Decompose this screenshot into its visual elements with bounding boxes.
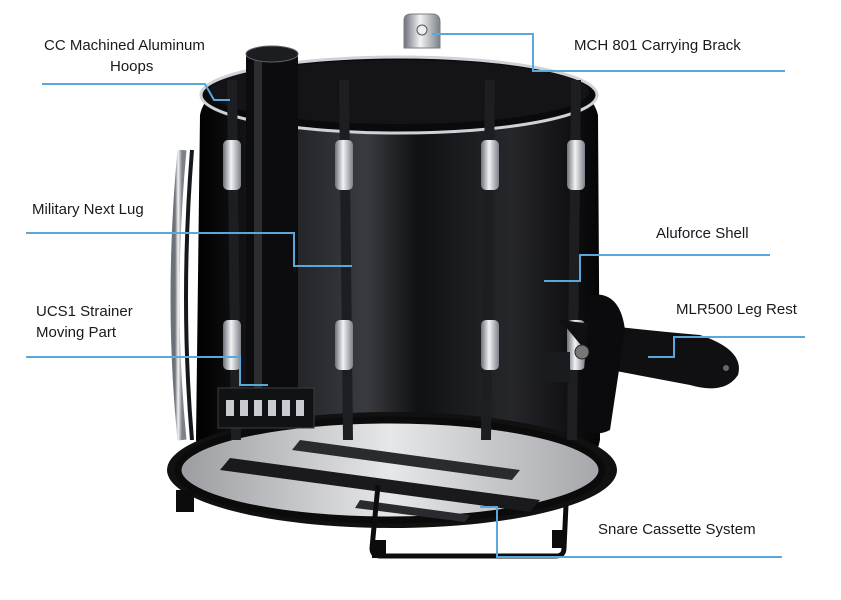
label-hoops-line2: Hoops bbox=[110, 58, 154, 75]
strainer-box bbox=[217, 387, 315, 429]
bracket-leader bbox=[432, 33, 785, 72]
strainer-knob bbox=[268, 400, 276, 416]
label-leg-rest: MLR500 Leg Rest bbox=[676, 301, 797, 318]
label-strainer-line2: Moving Part bbox=[36, 324, 117, 341]
shell-leader bbox=[544, 254, 770, 282]
tension-rod bbox=[481, 79, 499, 441]
strainer-knob bbox=[226, 400, 234, 416]
hoops-leader bbox=[42, 83, 230, 101]
bottom-stand bbox=[176, 484, 569, 559]
strainer-knob bbox=[296, 400, 304, 416]
left-hoop-edge bbox=[170, 149, 194, 441]
label-carrying-bracket: MCH 801 Carrying Brack bbox=[574, 37, 741, 54]
strainer-knob bbox=[282, 400, 290, 416]
strainer-knob bbox=[240, 400, 248, 416]
strainer-leader bbox=[26, 356, 268, 386]
snare-leader bbox=[480, 506, 782, 558]
leader-lines bbox=[26, 33, 805, 558]
tension-rod bbox=[335, 79, 353, 441]
label-strainer-line1: UCS1 Strainer bbox=[36, 303, 133, 320]
label-snare-cassette: Snare Cassette System bbox=[598, 521, 756, 538]
strainer-knob bbox=[254, 400, 262, 416]
label-hoops-line1: CC Machined Aluminum bbox=[44, 37, 205, 54]
bottom-hoop bbox=[167, 412, 617, 528]
strainer-tube bbox=[245, 45, 299, 392]
label-military-lug: Military Next Lug bbox=[32, 201, 144, 218]
carrying-bracket bbox=[403, 13, 441, 49]
label-aluforce-shell: Aluforce Shell bbox=[656, 225, 749, 242]
legrest-leader bbox=[648, 336, 805, 358]
lug-leader bbox=[26, 232, 352, 267]
